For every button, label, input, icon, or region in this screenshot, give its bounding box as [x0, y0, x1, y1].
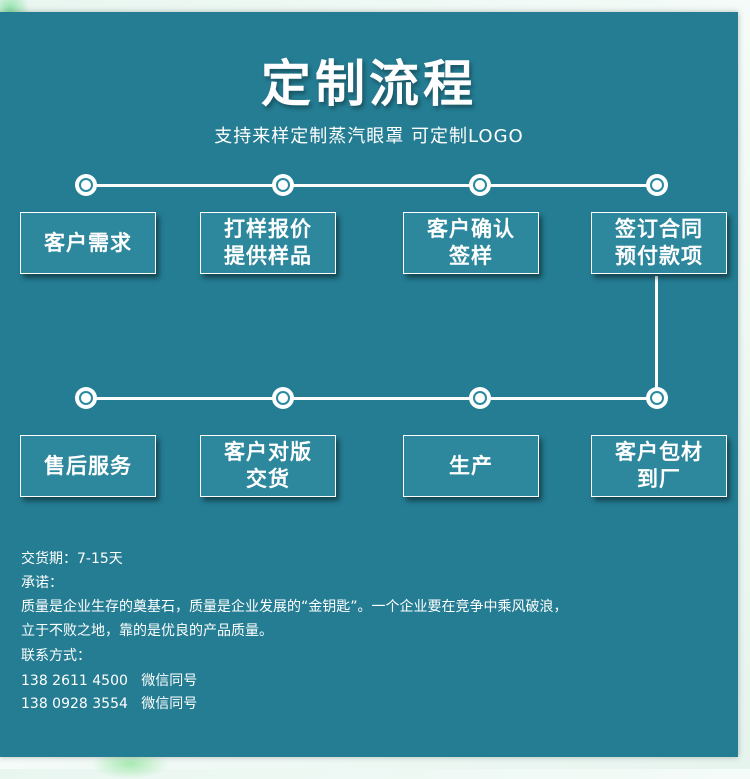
row2-node-3	[469, 387, 491, 409]
row1-node-1	[75, 174, 97, 196]
delivery-period: 交货期：7-15天	[21, 551, 123, 567]
process-panel: 定制流程 支持来样定制蒸汽眼罩 可定制LOGO 客户需求 打样报价 提供样品 客…	[0, 12, 738, 757]
step-after-sales: 售后服务	[20, 435, 156, 497]
step-sample-quote: 打样报价 提供样品	[200, 212, 336, 274]
row2-connector-line	[86, 397, 658, 400]
row2-node-1	[75, 387, 97, 409]
promise-text-line2: 立于不败之地，靠的是优良的产品质量。	[21, 623, 273, 639]
step-sign-contract: 签订合同 预付款项	[591, 212, 727, 274]
row1-node-3	[469, 174, 491, 196]
promise-text-line1: 质量是企业生存的奠基石，质量是企业发展的“金钥匙”。一个企业要在竞争中乘风破浪，	[21, 599, 568, 615]
step-customer-confirm: 客户确认 签样	[403, 212, 539, 274]
promise-label: 承诺：	[21, 575, 63, 591]
page-title: 定制流程	[261, 55, 477, 113]
contact-label: 联系方式：	[21, 648, 91, 664]
step-delivery: 客户对版 交货	[200, 435, 336, 497]
row2-node-2	[272, 387, 294, 409]
row1-node-2	[272, 174, 294, 196]
contact-phone-2: 138 0928 3554 微信同号	[21, 696, 198, 712]
vertical-connector-line	[655, 276, 658, 398]
row1-node-4	[646, 174, 668, 196]
step-production: 生产	[403, 435, 539, 497]
contact-phone-1: 138 2611 4500 微信同号	[21, 673, 198, 689]
row1-connector-line	[86, 184, 658, 187]
step-materials-arrive: 客户包材 到厂	[591, 435, 727, 497]
step-customer-demand: 客户需求	[20, 212, 156, 274]
page-subtitle: 支持来样定制蒸汽眼罩 可定制LOGO	[214, 126, 524, 147]
row2-node-4	[646, 387, 668, 409]
